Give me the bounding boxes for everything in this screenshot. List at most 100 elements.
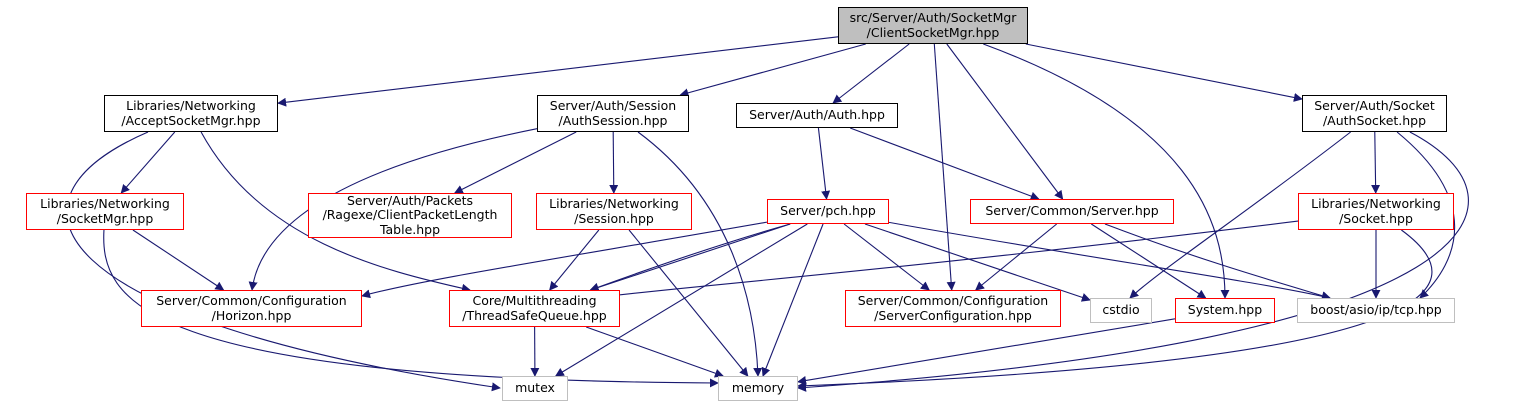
node-memory: memory <box>718 376 798 401</box>
edge-server-to-system <box>1091 223 1207 299</box>
node-cstdio: cstdio <box>1090 298 1152 323</box>
node-label: Libraries/Networking/SocketMgr.hpp <box>40 196 170 226</box>
node-label-line: /Horizon.hpp <box>211 307 292 323</box>
node-label: Server/Auth/Session/AuthSession.hpp <box>549 98 677 128</box>
node-label-line: Server/Auth/Auth.hpp <box>749 107 885 123</box>
edge-root-to-authsocket <box>1025 43 1303 102</box>
node-label-line: /Ragexe/ClientPacketLength <box>322 207 498 223</box>
edge-root-to-servercfg <box>933 43 956 291</box>
edge-pch-to-mutex <box>554 223 808 377</box>
node-label-line: /ServerConfiguration.hpp <box>874 307 1032 323</box>
node-label-line: src/Server/Auth/SocketMgr <box>849 10 1017 25</box>
node-label-line: Server/Auth/Socket <box>1314 98 1435 113</box>
node-label-line: /AuthSession.hpp <box>558 112 668 128</box>
node-label-line: /Socket.hpp <box>1339 210 1413 226</box>
edge-socketmgr-to-memory <box>103 229 719 388</box>
node-label: Server/Auth/Packets/Ragexe/ClientPacketL… <box>322 192 498 238</box>
node-label-line: /ClientSocketMgr.hpp <box>866 24 1000 40</box>
node-tsq[interactable]: Core/Multithreading/ThreadSafeQueue.hpp <box>449 290 620 327</box>
edge-authsocket-to-memory <box>797 131 1469 392</box>
edge-authsocket-to-socket <box>1371 131 1381 194</box>
node-label: System.hpp <box>1188 303 1262 318</box>
edge-authsession-to-memory <box>637 131 763 377</box>
node-root[interactable]: src/Server/Auth/SocketMgr/ClientSocketMg… <box>838 7 1028 44</box>
edge-authsession-to-session <box>609 131 619 194</box>
node-label-line: /SocketMgr.hpp <box>56 210 154 226</box>
node-label-line: Server/Common/Configuration <box>857 293 1049 308</box>
edge-auth-to-pch <box>817 127 831 200</box>
node-label: src/Server/Auth/SocketMgr/ClientSocketMg… <box>849 10 1017 40</box>
node-label-line: /Session.hpp <box>574 210 654 226</box>
node-label: memory <box>732 381 784 396</box>
edge-authsocket-to-cstdio <box>1129 131 1351 299</box>
edge-pch-to-memory <box>761 223 824 377</box>
node-pch[interactable]: Server/pch.hpp <box>767 199 889 224</box>
node-label-line: Server/Auth/Packets <box>346 192 474 208</box>
node-accept[interactable]: Libraries/Networking/AcceptSocketMgr.hpp <box>104 95 278 132</box>
node-socket[interactable]: Libraries/Networking/Socket.hpp <box>1298 193 1454 230</box>
node-label-line: Server/Common/Server.hpp <box>985 203 1159 219</box>
node-label-line: mutex <box>515 380 555 396</box>
edge-accept-to-tsq <box>200 131 471 293</box>
edge-server-to-servercfg <box>974 223 1058 291</box>
node-server[interactable]: Server/Common/Server.hpp <box>970 199 1174 224</box>
node-authsocket[interactable]: Server/Auth/Socket/AuthSocket.hpp <box>1302 95 1447 132</box>
node-label-line: Server/Auth/Session <box>549 98 677 113</box>
node-label-line: Libraries/Networking <box>126 98 256 113</box>
edge-socket-to-tsq <box>609 220 1299 300</box>
node-auth[interactable]: Server/Auth/Auth.hpp <box>736 103 898 128</box>
edge-root-to-accept <box>277 36 839 107</box>
node-label-line: /AuthSocket.hpp <box>1322 112 1427 128</box>
edge-session-to-tsq <box>549 229 600 291</box>
node-label: Server/pch.hpp <box>780 204 876 219</box>
node-label-line: cstdio <box>1102 302 1140 318</box>
edge-accept-to-socketmgr <box>120 131 176 194</box>
node-label-line: Libraries/Networking <box>1311 196 1441 211</box>
node-servercfg[interactable]: Server/Common/Configuration/ServerConfig… <box>845 290 1061 327</box>
node-label: Core/Multithreading/ThreadSafeQueue.hpp <box>462 293 607 323</box>
node-label: Libraries/Networking/Socket.hpp <box>1311 196 1441 226</box>
edge-tsq-to-memory <box>585 326 724 378</box>
edge-pch-to-tsq <box>589 223 791 292</box>
node-label-line: /AcceptSocketMgr.hpp <box>121 112 261 128</box>
edge-pch-to-horizon <box>361 221 768 299</box>
node-mutex: mutex <box>502 376 568 401</box>
node-label: Server/Common/Configuration/ServerConfig… <box>857 293 1049 323</box>
node-authsession[interactable]: Server/Auth/Session/AuthSession.hpp <box>537 95 689 132</box>
node-label-line: memory <box>731 380 785 396</box>
edge-session-to-memory <box>628 229 749 377</box>
node-label: Server/Auth/Socket/AuthSocket.hpp <box>1314 98 1435 128</box>
edge-accept-to-mutex <box>66 131 501 392</box>
node-label-line: Server/Common/Configuration <box>156 293 347 308</box>
edge-root-to-authsession <box>679 43 866 98</box>
edge-authsocket-to-tcp <box>1396 131 1456 299</box>
node-label-line: Server/pch.hpp <box>780 203 876 219</box>
node-session[interactable]: Libraries/Networking/Session.hpp <box>536 193 692 230</box>
node-label: Libraries/Networking/AcceptSocketMgr.hpp <box>121 98 261 128</box>
node-label-line: Table.hpp <box>379 221 441 237</box>
node-label-line: Libraries/Networking <box>549 196 679 211</box>
edge-root-to-system <box>983 43 1230 299</box>
node-label-line: boost/asio/ip/tcp.hpp <box>1310 302 1442 318</box>
edge-server-to-tcp <box>1104 223 1331 300</box>
edge-pch-to-tsq <box>589 223 791 292</box>
edge-auth-to-server <box>850 127 1040 201</box>
node-socketmgr[interactable]: Libraries/Networking/SocketMgr.hpp <box>26 193 184 230</box>
edge-system-to-memory <box>797 318 1176 385</box>
node-packets[interactable]: Server/Auth/Packets/Ragexe/ClientPacketL… <box>308 193 512 238</box>
node-label: Server/Common/Configuration/Horizon.hpp <box>156 293 347 323</box>
edge-root-to-server <box>946 43 1064 200</box>
edge-root-to-auth <box>832 43 910 104</box>
node-label-line: Libraries/Networking <box>40 196 170 211</box>
edge-pch-to-servercfg <box>843 223 930 291</box>
node-label: boost/asio/ip/tcp.hpp <box>1310 303 1441 318</box>
node-horizon[interactable]: Server/Common/Configuration/Horizon.hpp <box>141 290 362 327</box>
node-label-line: Core/Multithreading <box>472 293 597 308</box>
node-label: mutex <box>515 381 555 396</box>
node-system[interactable]: System.hpp <box>1175 298 1275 323</box>
node-label-line: /ThreadSafeQueue.hpp <box>462 307 607 323</box>
node-label: Server/Auth/Auth.hpp <box>749 108 885 123</box>
node-label: Libraries/Networking/Session.hpp <box>549 196 679 226</box>
node-tcp: boost/asio/ip/tcp.hpp <box>1297 298 1455 323</box>
